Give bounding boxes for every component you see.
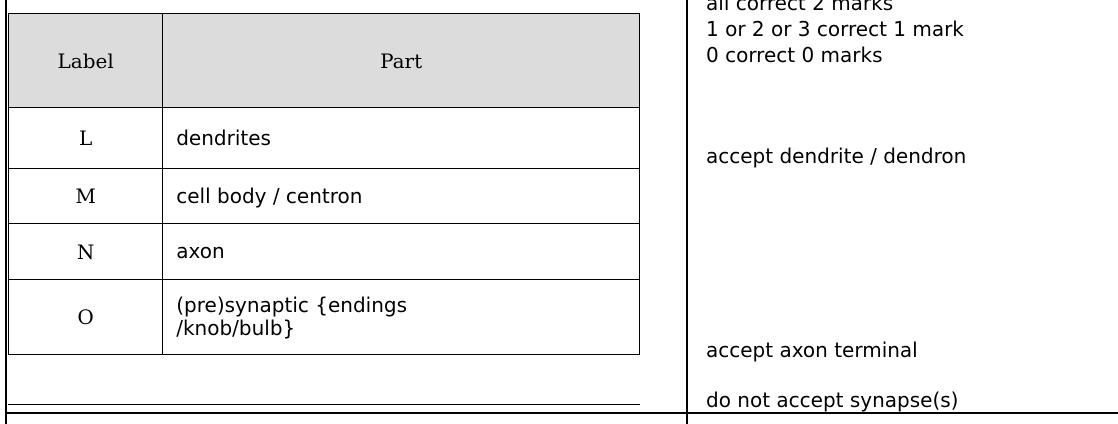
marks-none-correct: 0 correct 0 marks xyxy=(706,43,883,67)
note-dendrite: accept dendrite / dendron xyxy=(706,144,967,168)
row-label-n: N xyxy=(7,223,164,280)
row-part-m: cell body / centron xyxy=(162,168,640,224)
header-part: Part xyxy=(162,13,640,108)
table-row: O (pre)synaptic {endings/knob/bulb} xyxy=(7,279,640,355)
marking-scheme-notes: all correct 2 marks 1 or 2 or 3 correct … xyxy=(706,0,964,68)
table-row: N axon xyxy=(7,223,640,280)
note-axon-terminal: accept axon terminal xyxy=(706,338,918,362)
row-label-o: O xyxy=(7,279,164,355)
row-part-n: axon xyxy=(162,223,640,280)
frame-column-divider xyxy=(686,0,688,424)
answer-table: Label Part L dendrites M cell body / cen… xyxy=(7,13,640,355)
row-part-o-line2: /knob/bulb} xyxy=(176,316,296,340)
row-part-l: dendrites xyxy=(162,107,640,169)
table-bottom-rule xyxy=(8,404,640,405)
table-row: L dendrites xyxy=(7,107,640,169)
row-part-o: (pre)synaptic {endings/knob/bulb} xyxy=(162,279,640,355)
table-header-row: Label Part xyxy=(7,13,640,108)
marks-all-correct: all correct 2 marks xyxy=(706,0,894,15)
note-synapse: do not accept synapse(s) xyxy=(706,388,959,412)
header-label: Label xyxy=(7,13,164,108)
frame-left-border xyxy=(5,0,7,424)
marks-partial-correct: 1 or 2 or 3 correct 1 mark xyxy=(706,17,964,41)
row-label-l: L xyxy=(7,107,164,169)
row-label-m: M xyxy=(7,168,164,224)
table-row: M cell body / centron xyxy=(7,168,640,224)
frame-bottom-border xyxy=(5,412,1118,414)
row-part-o-line1: (pre)synaptic {endings xyxy=(176,293,408,317)
